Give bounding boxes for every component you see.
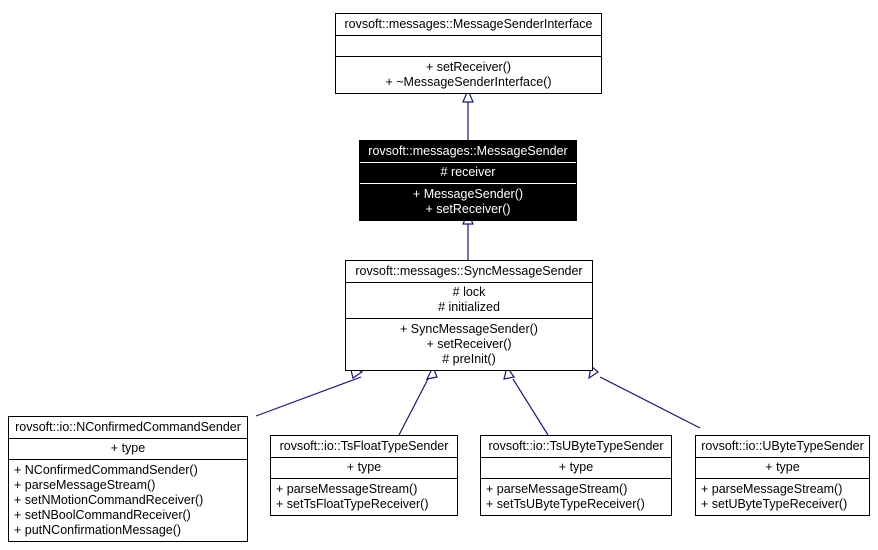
operation-row: + setNBoolCommandReceiver() [14,508,191,522]
operation-row: + parseMessageStream() [701,482,843,496]
class-name-message-sender: rovsoft::messages::MessageSender [360,141,576,163]
attribute-row: # receiver [440,165,496,179]
class-attributes-nconfirmed-command-sender: + type [9,439,247,460]
class-operations-nconfirmed-command-sender: + NConfirmedCommandSender() + parseMessa… [9,460,247,541]
attribute-row: + type [110,441,146,455]
edge-tsfloat-to-sync [398,378,429,436]
class-operations-ubyte-type-sender: + parseMessageStream() + setUByteTypeRec… [696,479,869,515]
operation-row: + setNMotionCommandReceiver() [14,493,204,507]
operation-row: + parseMessageStream() [276,482,418,496]
class-operations-ts-float-type-sender: + parseMessageStream() + setTsFloatTypeR… [271,479,457,515]
operation-row: # preInit() [442,352,496,366]
operation-row: + putNConfirmationMessage() [14,523,182,537]
class-attributes-ubyte-type-sender: + type [696,458,869,479]
operation-row: + MessageSender() [412,187,524,201]
attribute-row: # initialized [438,300,500,314]
class-name-ubyte-type-sender: rovsoft::io::UByteTypeSender [696,436,869,458]
operation-row: + ~MessageSenderInterface() [385,75,552,89]
class-operations-sync-message-sender: + SyncMessageSender() + setReceiver() # … [346,319,592,370]
class-box-ubyte-type-sender[interactable]: rovsoft::io::UByteTypeSender + type + pa… [695,435,870,516]
class-name-ts-float-type-sender: rovsoft::io::TsFloatTypeSender [271,436,457,458]
class-box-ts-float-type-sender[interactable]: rovsoft::io::TsFloatTypeSender + type + … [270,435,458,516]
edge-tsubyte-to-sync [512,378,549,436]
attribute-row: + type [346,460,382,474]
class-name-nconfirmed-command-sender: rovsoft::io::NConfirmedCommandSender [9,417,247,439]
attribute-row: + type [558,460,594,474]
operation-row: + SyncMessageSender() [400,322,538,336]
operation-row: + setReceiver() [425,60,512,74]
operation-row: + setTsUByteTypeReceiver() [486,497,645,511]
operation-row: + setReceiver() [426,337,512,351]
class-box-sync-message-sender[interactable]: rovsoft::messages::SyncMessageSender # l… [345,260,593,371]
operation-row: + setUByteTypeReceiver() [701,497,848,511]
class-name-ts-ubyte-type-sender: rovsoft::io::TsUByteTypeSender [481,436,671,458]
edge-ubyte-to-sync [599,376,701,429]
class-name-message-sender-interface: rovsoft::messages::MessageSenderInterfac… [336,14,601,36]
class-operations-ts-ubyte-type-sender: + parseMessageStream() + setTsUByteTypeR… [481,479,671,515]
operation-row: + setReceiver() [425,202,511,216]
class-name-sync-message-sender: rovsoft::messages::SyncMessageSender [346,261,592,283]
class-operations-message-sender-interface: + setReceiver() + ~MessageSenderInterfac… [336,57,601,93]
class-operations-message-sender: + MessageSender() + setReceiver() [360,184,576,220]
class-attributes-message-sender-interface [336,36,601,57]
operation-row: + setTsFloatTypeReceiver() [276,497,429,511]
class-box-message-sender[interactable]: rovsoft::messages::MessageSender # recei… [359,140,577,221]
operation-row: + NConfirmedCommandSender() [14,463,198,477]
operation-row: + parseMessageStream() [486,482,628,496]
class-box-nconfirmed-command-sender[interactable]: rovsoft::io::NConfirmedCommandSender + t… [8,416,248,542]
class-box-message-sender-interface[interactable]: rovsoft::messages::MessageSenderInterfac… [335,13,602,94]
class-attributes-ts-float-type-sender: + type [271,458,457,479]
attribute-row: + type [765,460,800,474]
edge-nconfirmed-to-sync [255,376,362,417]
class-box-ts-ubyte-type-sender[interactable]: rovsoft::io::TsUByteTypeSender + type + … [480,435,672,516]
class-attributes-ts-ubyte-type-sender: + type [481,458,671,479]
operation-row: + parseMessageStream() [14,478,156,492]
attribute-row: # lock [452,285,486,299]
class-attributes-sync-message-sender: # lock # initialized [346,283,592,319]
class-attributes-message-sender: # receiver [360,163,576,184]
